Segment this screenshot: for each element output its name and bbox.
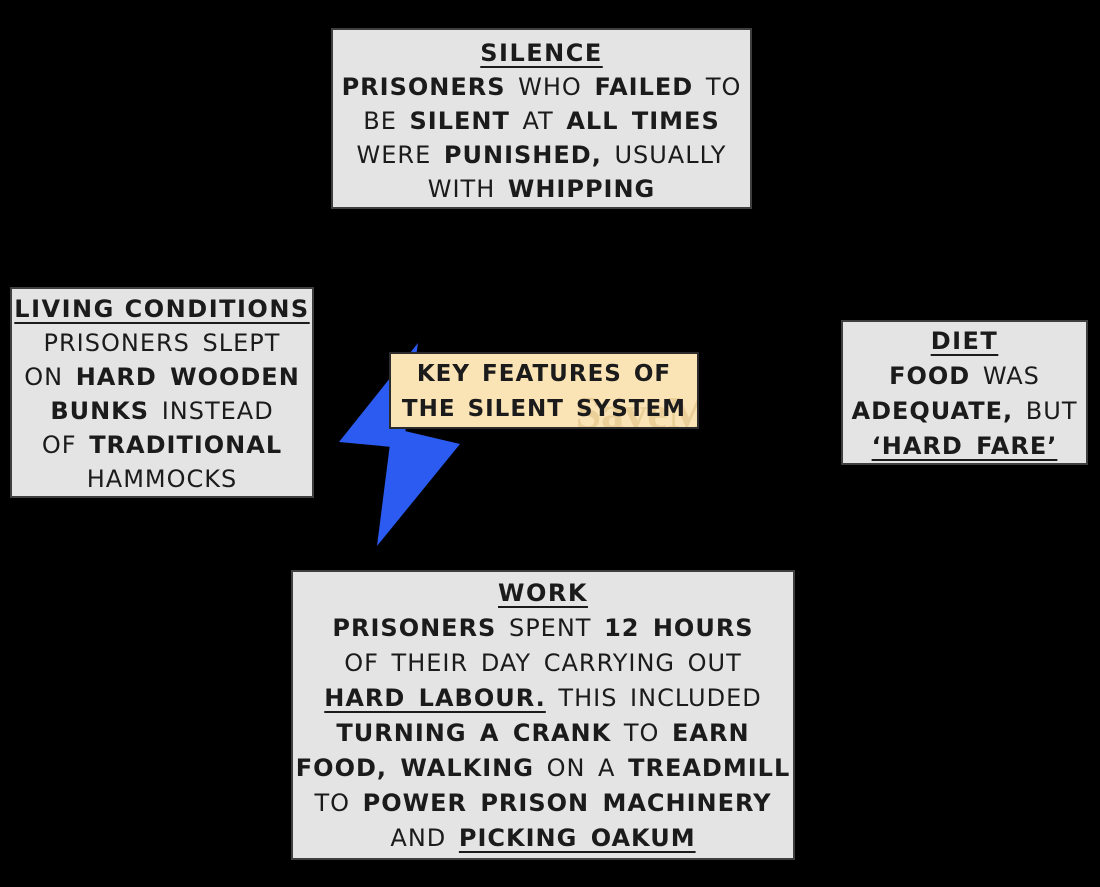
text-line: OF TRADITIONAL [12,428,312,462]
text-segment: FOOD, WALKING [295,754,534,782]
text-segment: ON A [533,754,629,782]
text-segment: TRADITIONAL [89,431,283,459]
text-segment: 12 HOURS [604,614,754,642]
text-segment: AND [390,824,459,852]
text-segment: WAS [970,362,1040,390]
living-conditions-box-title: LIVING CONDITIONS [12,292,312,326]
text-segment: ALL TIMES [566,107,720,135]
text-segment: WITH [427,175,508,203]
text-segment: THE SILENT SYSTEM [401,396,687,422]
text-line: BUNKS INSTEAD [12,394,312,428]
text-segment: PICKING OAKUM [458,824,696,852]
text-line: ‘HARD FARE’ [843,429,1086,464]
text-line: PRISONERS WHO FAILED TO [333,70,750,104]
text-segment: TREADMILL [628,754,791,782]
text-segment: AT [509,107,567,135]
text-segment: KEY FEATURES OF [416,361,672,387]
text-segment: HAMMOCKS [86,465,238,493]
center-topic-text: KEY FEATURES OF THE SILENT SYSTEM [391,357,697,427]
text-segment: OF THEIR DAY CARRYING OUT [344,649,742,677]
silence-box-title: SILENCE [333,36,750,70]
text-line: HARD LABOUR. THIS INCLUDED [293,681,793,716]
lightning-bolt-lower-triangle [377,428,460,546]
text-segment: WHIPPING [507,175,656,203]
text-segment: BUT [1013,397,1078,425]
text-segment: TO [693,73,742,101]
text-segment: OF [41,431,90,459]
text-segment: SILENT [409,107,510,135]
text-line: ADEQUATE, BUT [843,394,1086,429]
work-box-body: PRISONERS SPENT 12 HOURS OF THEIR DAY CAR… [293,611,793,856]
text-segment: HARD LABOUR. [324,684,546,712]
text-segment: FAILED [594,73,694,101]
text-segment: INSTEAD [149,397,274,425]
text-line: FOOD WAS [843,359,1086,394]
text-line: AND PICKING OAKUM [293,821,793,856]
text-segment: ON [24,363,76,391]
text-line: OF THEIR DAY CARRYING OUT [293,646,793,681]
text-segment: ‘HARD FARE’ [871,432,1058,460]
text-line: WERE PUNISHED, USUALLY [333,138,750,172]
text-segment: PRISONERS SLEPT [43,329,281,357]
silence-box-title-text: SILENCE [480,39,603,67]
text-line: KEY FEATURES OF [391,357,697,392]
living-conditions-box-title-text: LIVING CONDITIONS [14,295,310,323]
text-segment: SPENT [496,614,605,642]
text-line: HAMMOCKS [12,462,312,496]
text-line: FOOD, WALKING ON A TREADMILL [293,751,793,786]
text-line: ON HARD WOODEN [12,360,312,394]
text-line: THE SILENT SYSTEM [391,392,697,427]
text-segment: PRISONERS [341,73,506,101]
work-box: WORK PRISONERS SPENT 12 HOURS OF THEIR DA… [291,570,795,860]
text-segment: BUNKS [50,397,150,425]
text-segment: BE [363,107,410,135]
text-segment: THIS INCLUDED [545,684,762,712]
text-line: BE SILENT AT ALL TIMES [333,104,750,138]
text-segment: USUALLY [601,141,727,169]
text-line: TO POWER PRISON MACHINERY [293,786,793,821]
work-box-title: WORK [293,576,793,611]
text-segment: WHO [505,73,595,101]
text-line: WITH WHIPPING [333,172,750,206]
text-segment: PUNISHED, [443,141,602,169]
text-segment: TO [314,789,363,817]
text-segment: PRISONERS [332,614,497,642]
diet-box-title: DIET [843,324,1086,359]
diet-box-title-text: DIET [930,327,999,355]
text-segment: POWER PRISON MACHINERY [362,789,772,817]
text-segment: ADEQUATE, [851,397,1014,425]
text-segment: FOOD [889,362,971,390]
text-segment: WERE [356,141,444,169]
text-segment: EARN [672,719,750,747]
text-line: PRISONERS SPENT 12 HOURS [293,611,793,646]
living-conditions-box: LIVING CONDITIONS PRISONERS SLEPT ON HARD… [10,287,314,498]
text-segment: TURNING A CRANK [336,719,612,747]
text-line: TURNING A CRANK TO EARN [293,716,793,751]
text-segment: TO [611,719,673,747]
work-box-title-text: WORK [498,579,588,607]
text-segment: HARD WOODEN [75,363,300,391]
text-line: PRISONERS SLEPT [12,326,312,360]
